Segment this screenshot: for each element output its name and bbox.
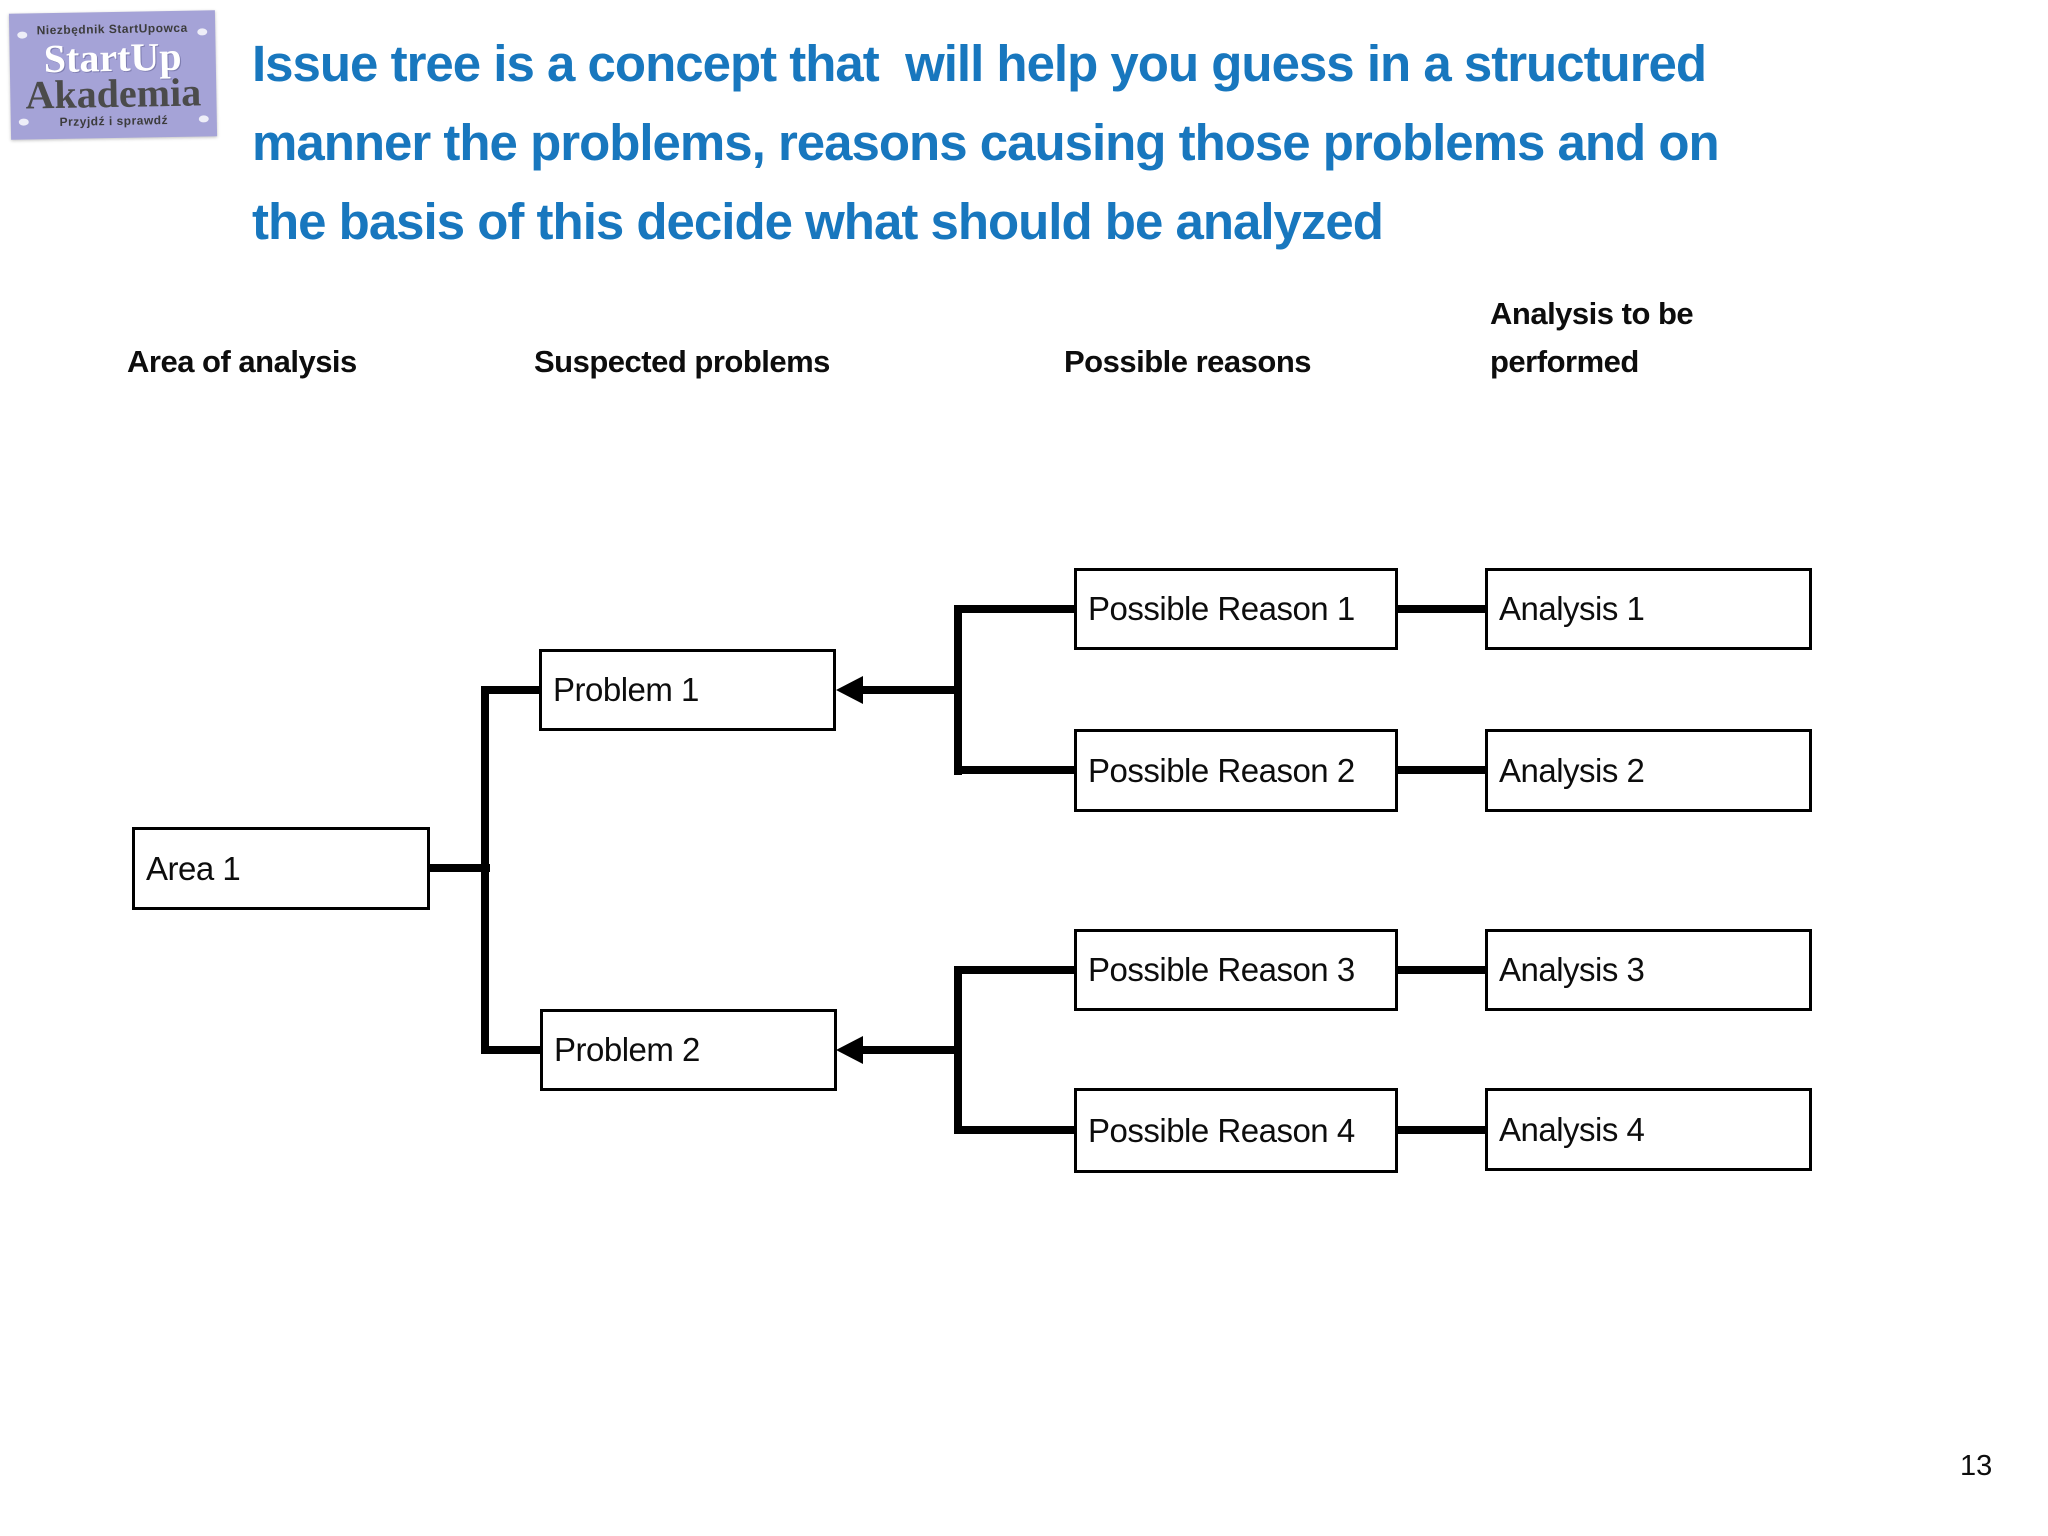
analysis-1-box: Analysis 1 (1485, 568, 1812, 650)
slide-title-line: the basis of this decide what should be … (252, 193, 1384, 250)
possible-reason-1-label: Possible Reason 1 (1088, 590, 1355, 627)
connector-arrow-line-problem2 (862, 1046, 962, 1054)
possible-reason-3-box: Possible Reason 3 (1074, 929, 1398, 1011)
startup-akademia-logo: Niezbędnik StartUpowca StartUp Akademia … (8, 10, 218, 140)
logo-corner-dot (197, 28, 208, 36)
analysis-3-box: Analysis 3 (1485, 929, 1812, 1011)
logo-corner-dot (18, 118, 29, 126)
connector-reason3-to-analysis3 (1398, 966, 1486, 974)
connector-trunk-to-reason2 (954, 766, 1074, 774)
logo-corner-dot (198, 115, 209, 123)
connector-arrow-line-problem1 (862, 686, 962, 694)
arrowhead-left-icon (836, 676, 863, 704)
connector-reason1-to-analysis1 (1398, 605, 1486, 613)
column-header-area-of-analysis: Area of analysis (127, 344, 357, 379)
possible-reason-1-box: Possible Reason 1 (1074, 568, 1398, 650)
page-number: 13 (1960, 1450, 1993, 1482)
connector-trunk-reasons12 (954, 605, 962, 775)
problem-1-label: Problem 1 (553, 671, 699, 708)
analysis-4-box: Analysis 4 (1485, 1088, 1812, 1171)
connector-area-to-trunk (430, 864, 490, 872)
logo-tagline-bottom: Przyjdź i sprawdź (59, 113, 169, 129)
possible-reason-3-label: Possible Reason 3 (1088, 951, 1355, 988)
connector-trunk-to-reason4 (954, 1126, 1074, 1134)
analysis-2-label: Analysis 2 (1499, 751, 1645, 789)
connector-reason2-to-analysis2 (1398, 766, 1486, 774)
logo-name-line2: Akademia (25, 69, 202, 118)
area-1-label: Area 1 (146, 849, 241, 887)
column-header-analysis-to-be-performed: Analysis to be performed (1490, 296, 1694, 379)
problem-2-label: Problem 2 (554, 1031, 700, 1068)
analysis-1-label: Analysis 1 (1499, 590, 1645, 627)
slide-title: Issue tree is a concept that will help y… (252, 24, 1720, 261)
possible-reason-2-label: Possible Reason 2 (1088, 751, 1355, 789)
area-1-box: Area 1 (132, 827, 430, 910)
slide-title-line: Issue tree is a concept that will help y… (252, 35, 1707, 92)
connector-trunk-problems (481, 686, 489, 1054)
connector-reason4-to-analysis4 (1398, 1126, 1486, 1134)
possible-reason-4-box: Possible Reason 4 (1074, 1088, 1398, 1173)
connector-trunk-to-problem1 (481, 686, 541, 694)
possible-reason-4-label: Possible Reason 4 (1088, 1111, 1355, 1149)
logo-corner-dot (17, 31, 28, 39)
arrowhead-left-icon (836, 1036, 863, 1064)
analysis-4-label: Analysis 4 (1499, 1110, 1645, 1148)
connector-trunk-to-problem2 (481, 1046, 541, 1054)
connector-trunk-to-reason3 (954, 966, 1074, 974)
problem-1-box: Problem 1 (539, 649, 836, 731)
connector-trunk-to-reason1 (954, 605, 1074, 613)
column-header-possible-reasons: Possible reasons (1064, 344, 1312, 379)
connector-trunk-reasons34 (954, 966, 962, 1134)
analysis-2-box: Analysis 2 (1485, 729, 1812, 812)
problem-2-box: Problem 2 (540, 1009, 837, 1091)
analysis-3-label: Analysis 3 (1499, 951, 1645, 988)
slide-title-line: manner the problems, reasons causing tho… (252, 114, 1720, 171)
possible-reason-2-box: Possible Reason 2 (1074, 729, 1398, 812)
column-header-suspected-problems: Suspected problems (534, 344, 830, 379)
